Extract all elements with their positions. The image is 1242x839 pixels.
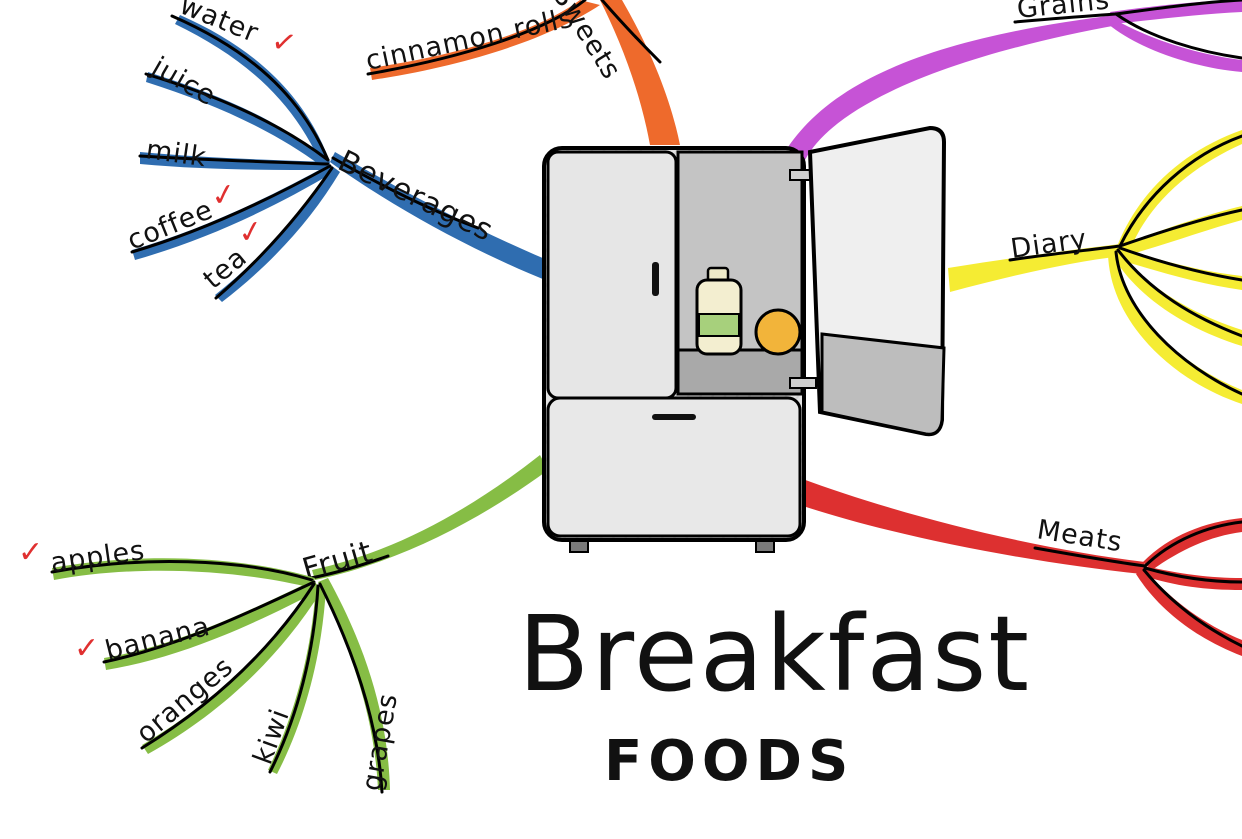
branch-grains: Grains [780,0,1242,160]
item-label-cinnamon-rolls: cinnamon rolls [363,3,577,77]
beverages-sub-branch-juice [146,72,330,165]
sweets-sub-branch-cinnamon [370,0,600,80]
diary-fan-line-1 [1118,134,1242,248]
orange-fruit-icon [754,308,802,356]
fridge-freezer-handle [652,414,696,420]
item-label-juice: juice [146,51,222,113]
grains-fan-2 [1108,18,1242,72]
check-icon-tea: ✓ [235,213,266,252]
fruit-sub-branch-grapes [318,578,390,790]
meats-label-line [1033,546,1147,568]
check-icon-coffee: ✓ [208,176,239,215]
check-icon-water: ✓ [269,23,300,62]
branch-diary: Diary [948,130,1242,404]
fridge-freezer-drawer [546,396,802,538]
sweets-main-branch [600,0,680,145]
beverages-label-line [331,156,480,230]
fridge-icon [542,125,947,553]
title-main: Breakfast [518,593,1031,715]
fridge-hinge-bottom [789,377,817,389]
meats-fan-line-2 [1143,566,1242,584]
juice-label-line [144,72,330,162]
meats-fan-line-1 [1143,520,1242,568]
diary-fan-line-4 [1116,248,1242,338]
check-icon-banana: ✓ [74,631,99,666]
beverages-sub-branch-water [175,15,330,162]
meats-fan-1 [1143,518,1242,570]
title-sub: FOODS [604,729,854,794]
meats-fan-line-3 [1142,568,1242,648]
diary-fan-1 [1118,130,1242,250]
item-label-apples: apples [49,535,147,579]
fridge-right-door-panel [820,332,946,436]
branch-fruit: Fruit apples ✓ banana ✓ oranges kiwi gra… [18,455,548,794]
apples-label-line [50,560,314,582]
grapes-label-line [318,582,384,794]
sweets-label-line [600,0,662,64]
milk-label-line [138,154,330,166]
cinnamon-label-line [366,0,587,76]
diary-fan-line-3 [1118,246,1242,282]
diary-label-line [1008,244,1122,262]
grains-fan-line [1114,12,1242,60]
item-label-banana: banana [102,611,213,667]
coffee-label-line [130,164,332,254]
diary-main-branch [948,244,1122,292]
oranges-label-line [140,582,316,750]
check-icon-apples: ✓ [18,535,43,570]
branch-label-beverages: Beverages [332,144,498,249]
fridge-left-handle [652,262,659,296]
banana-label-line [102,580,316,664]
milk-bottle-icon [695,266,743,356]
item-label-milk: milk [144,134,209,173]
water-label-line [170,14,330,162]
kiwi-label-line [268,584,320,774]
item-label-grapes: grapes [356,691,404,793]
branch-meats: Meats [800,478,1242,656]
fruit-main-branch [312,455,548,580]
diary-fan-line-5 [1114,250,1242,396]
diary-fan-line-2 [1118,208,1242,248]
branch-sweets: cinnamon rolls Sweets [363,0,680,145]
grains-main-branch [780,15,1118,160]
meats-main-branch [800,478,1145,574]
tea-label-line [214,166,334,300]
fridge-interior-shelf [676,348,804,396]
beverages-main-branch [330,152,552,282]
fruit-sub-branch-kiwi [268,584,326,774]
grains-fan-1 [1110,0,1242,24]
